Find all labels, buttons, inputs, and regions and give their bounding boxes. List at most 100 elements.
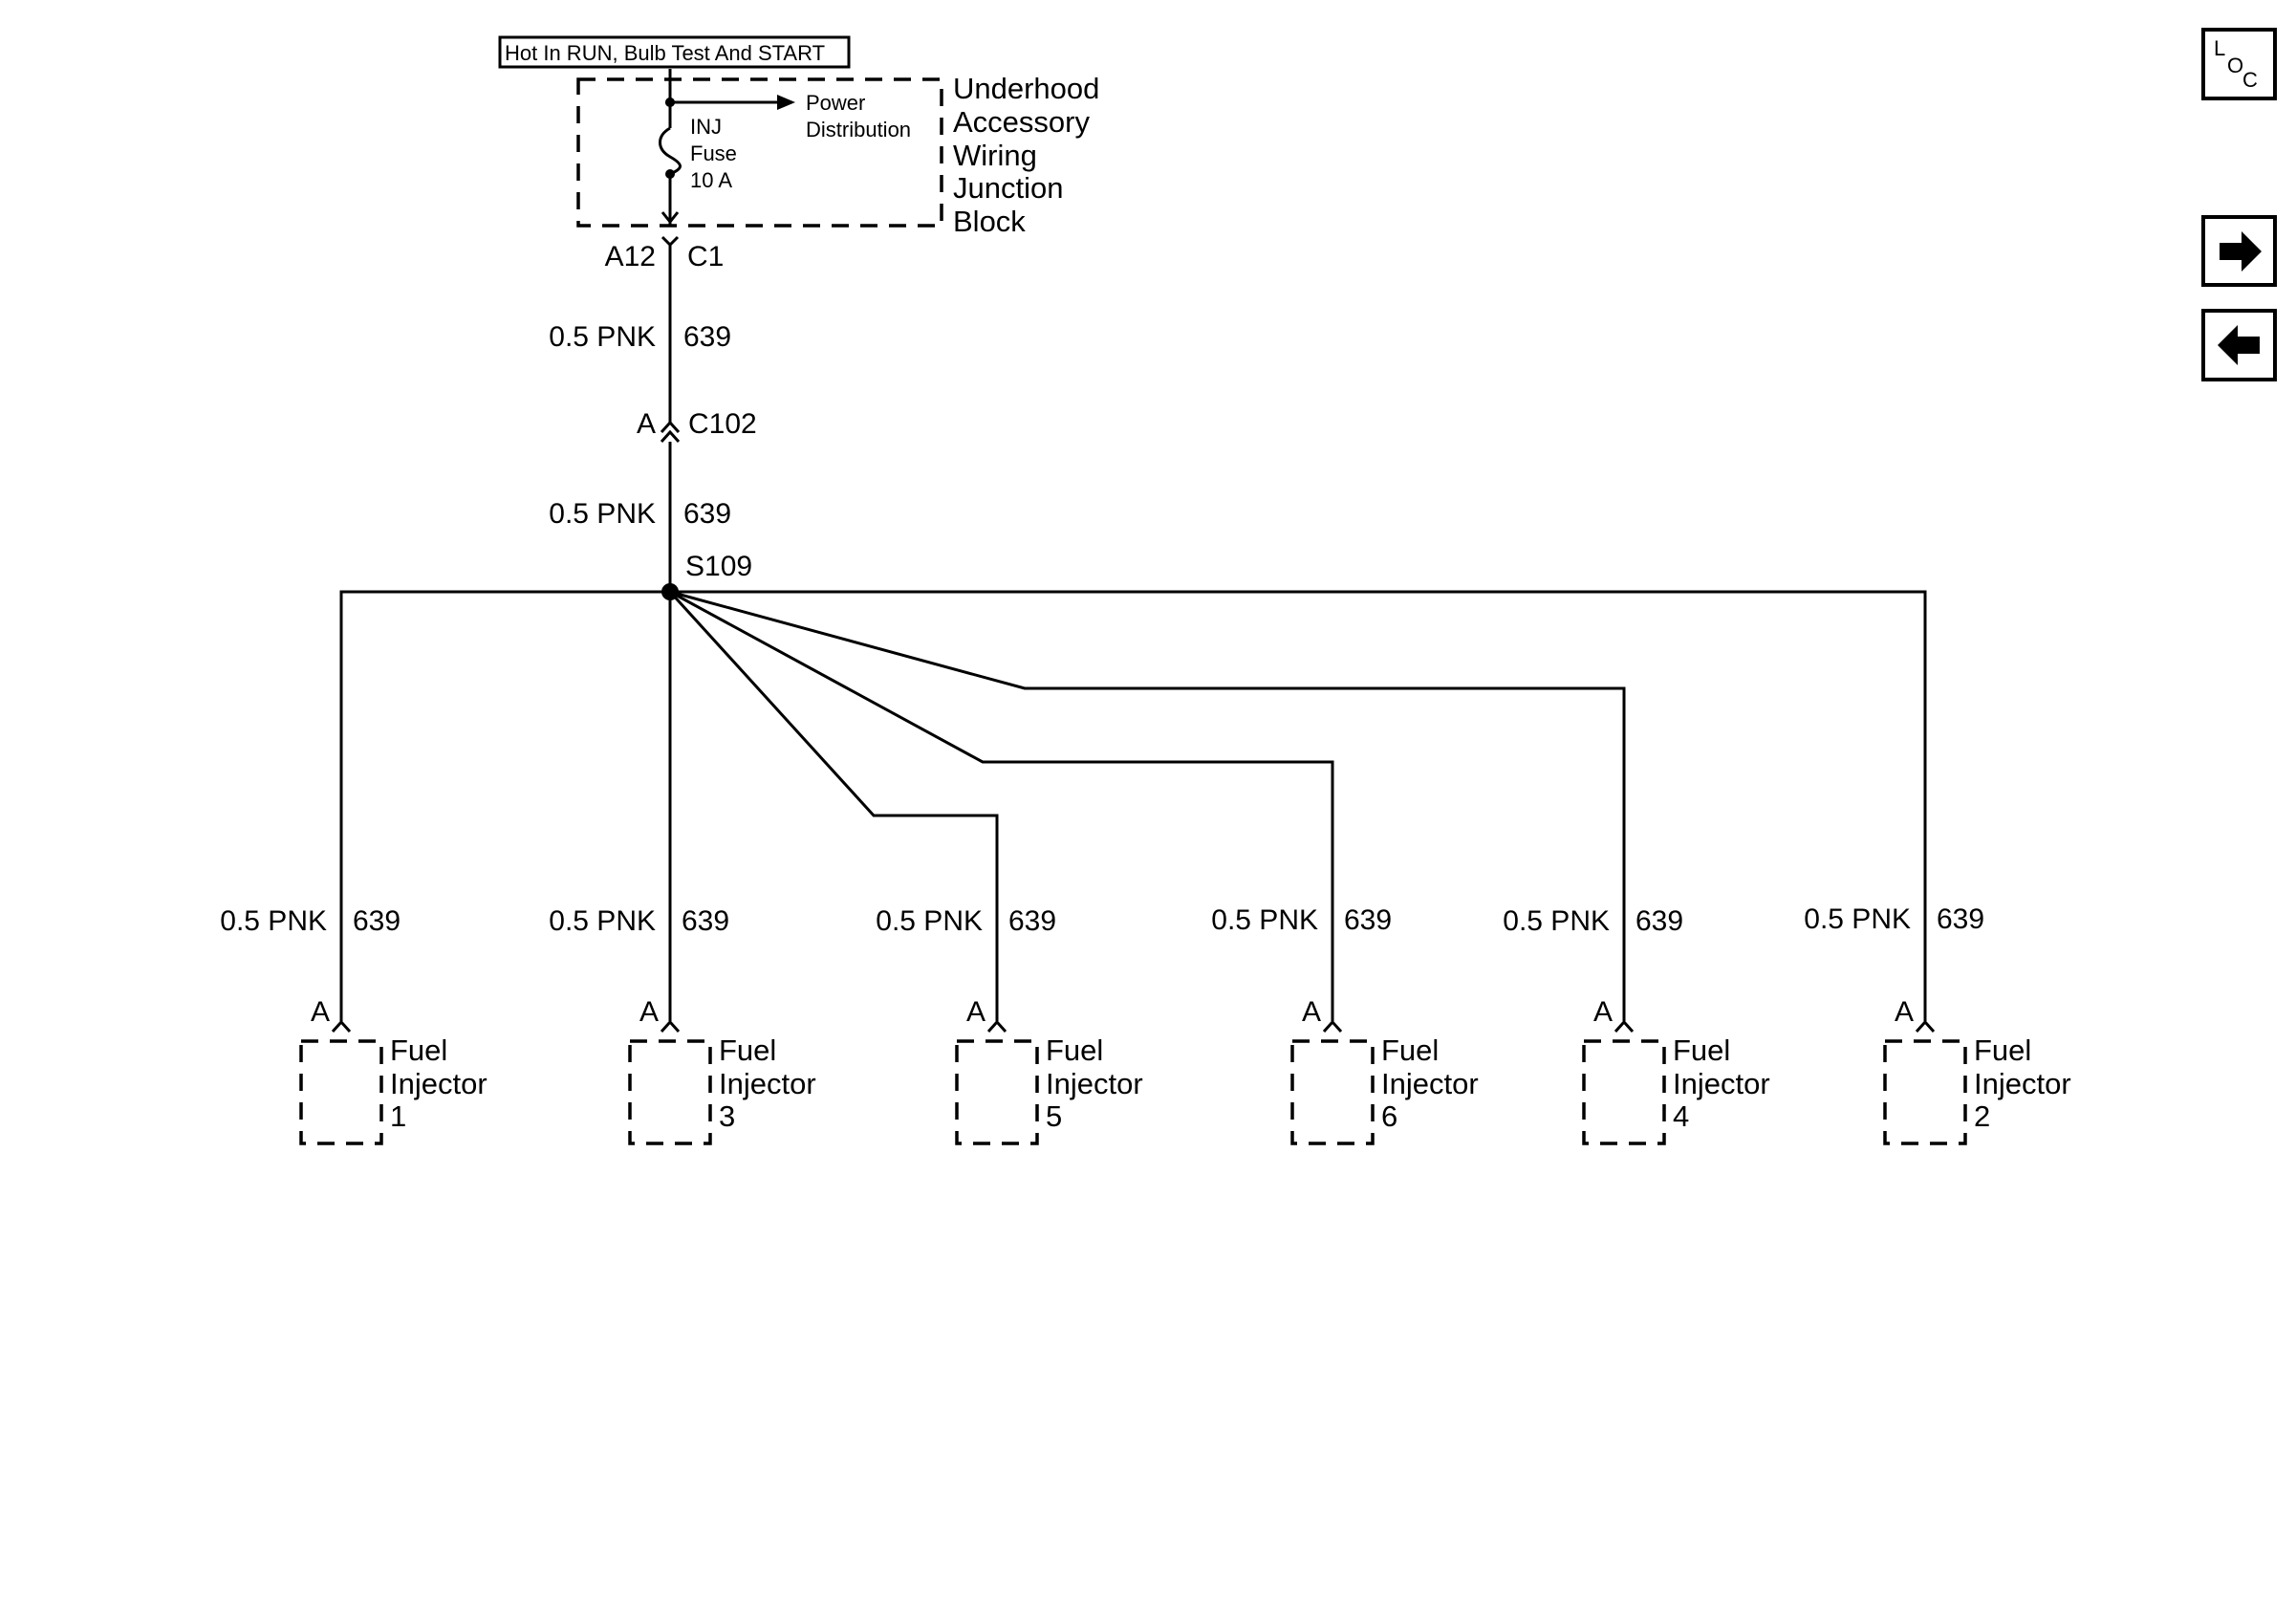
- fuel-injector-label-line: 2: [1974, 1099, 1990, 1133]
- wire-circuit: 639: [683, 321, 731, 353]
- fuse-icon: [659, 126, 682, 176]
- junction-block-name: Underhood Accessory Wiring Junction Bloc…: [953, 72, 1099, 238]
- connector-pin: A12: [605, 241, 656, 272]
- junction-block-name-line: Wiring: [953, 139, 1037, 172]
- fuel-injector-label-line: 6: [1381, 1099, 1397, 1133]
- junction-block-name-line: Accessory: [953, 105, 1090, 139]
- fuel-injector-label-line: 4: [1673, 1099, 1689, 1133]
- connector-pin: A: [1895, 996, 1914, 1028]
- junction-block-name-line: Block: [953, 205, 1026, 238]
- fuel-injector-label-line: Fuel: [1974, 1033, 2031, 1067]
- fuel-injector-outline: [1290, 1039, 1375, 1145]
- junction-block-name-line: Junction: [953, 171, 1063, 205]
- wire-circuit: 639: [1344, 904, 1392, 936]
- power-distribution-line: Distribution: [806, 118, 911, 141]
- loc-letter: L: [2214, 36, 2225, 60]
- connector-terminal-icon: [1322, 1019, 1343, 1033]
- arrow-right-icon: [2220, 231, 2262, 272]
- fuel-injector-label-line: Fuel: [1381, 1033, 1439, 1067]
- connector-c1: A12 C1: [605, 211, 724, 272]
- fuel-injector-outline: [1582, 1039, 1666, 1145]
- wire-size-color: 0.5 PNK: [1503, 905, 1610, 937]
- branch-wire-4: [669, 590, 1626, 1021]
- fuel-injector-outline: [955, 1039, 1039, 1145]
- inj-fuse: INJ Fuse 10 A: [659, 69, 737, 226]
- connector-c102: A C102: [637, 408, 757, 444]
- fuel-injector-label-line: Fuel: [719, 1033, 776, 1067]
- connector-terminal-icon: [660, 1019, 681, 1033]
- supply-label-box: [498, 35, 851, 69]
- connector-pin: A: [1302, 996, 1321, 1028]
- connector-pin: A: [311, 996, 330, 1028]
- fuel-injector-label-line: Injector: [1381, 1067, 1479, 1100]
- connector-terminal-icon: [660, 420, 681, 434]
- wire-size-color: 0.5 PNK: [1211, 904, 1318, 936]
- fuse-label-line: 10 A: [690, 168, 732, 192]
- fuel-injector-label-line: Injector: [1974, 1067, 2071, 1100]
- connector-terminal-icon: [661, 235, 680, 248]
- connector-pin: A: [966, 996, 986, 1028]
- loc-letter: O: [2227, 54, 2243, 77]
- fuel-injector-label-line: 3: [719, 1099, 735, 1133]
- fuse-label-line: Fuse: [690, 141, 737, 165]
- fuel-injector-label-line: Injector: [1046, 1067, 1143, 1100]
- branch-wires: [339, 590, 1927, 1021]
- supply-label-text: Hot In RUN, Bulb Test And START: [505, 41, 825, 65]
- wire-circuit: 639: [1635, 905, 1683, 937]
- next-button[interactable]: [2201, 215, 2277, 287]
- wire-size-color: 0.5 PNK: [549, 321, 656, 353]
- junction-block-name-line: Underhood: [953, 72, 1099, 105]
- branch-wire-5: [668, 590, 999, 1021]
- wire-circuit: 639: [682, 905, 729, 937]
- fuel-injector-outline: [628, 1039, 712, 1145]
- wire-size-color: 0.5 PNK: [549, 905, 656, 937]
- connector-terminal-icon: [1915, 1019, 1936, 1033]
- loc-button[interactable]: L O C: [2201, 28, 2277, 100]
- wire-circuit: 639: [1008, 905, 1056, 937]
- wire-size-color: 0.5 PNK: [220, 905, 327, 937]
- arrow-left-icon: [2218, 325, 2260, 365]
- wire-circuit: 639: [353, 905, 401, 937]
- fuel-injector-label-line: 1: [390, 1099, 406, 1133]
- wire-circuit: 639: [683, 498, 731, 530]
- fuel-injector-label-line: Fuel: [390, 1033, 447, 1067]
- arrow-right-icon: [777, 95, 795, 110]
- wire-size-color: 0.5 PNK: [876, 905, 983, 937]
- wire-size-color: 0.5 PNK: [1804, 903, 1911, 935]
- fuse-label-line: INJ: [690, 115, 722, 139]
- connector-terminal-icon: [331, 1019, 352, 1033]
- fuel-injector-outline: [1883, 1039, 1967, 1145]
- connector-terminal-icon: [1614, 1019, 1635, 1033]
- fuel-injector-label-line: Injector: [390, 1067, 487, 1100]
- wire-circuit: 639: [1937, 903, 1984, 935]
- fuel-injector-label-line: Injector: [719, 1067, 816, 1100]
- prev-button[interactable]: [2201, 309, 2277, 381]
- fuel-injector-outline: [299, 1039, 383, 1145]
- branch-wire-6: [669, 590, 1334, 1021]
- connector-terminal-icon: [660, 429, 681, 444]
- splice-name: S109: [685, 551, 752, 582]
- fuel-injector-label-line: 5: [1046, 1099, 1062, 1133]
- fuel-injector-label-line: Fuel: [1046, 1033, 1103, 1067]
- fuel-injector-label-line: Injector: [1673, 1067, 1770, 1100]
- junction-block-outline: [576, 77, 943, 228]
- power-distribution-line: Power: [806, 91, 865, 115]
- fuel-injector-label-line: Fuel: [1673, 1033, 1730, 1067]
- connector-name: C1: [687, 241, 724, 272]
- connector-pin: A: [1593, 996, 1613, 1028]
- connector-terminal-icon: [661, 211, 680, 225]
- branch-wire-1: [339, 590, 670, 1021]
- connector-name: C102: [688, 408, 757, 440]
- connector-pin: A: [637, 408, 656, 440]
- wire-size-color: 0.5 PNK: [549, 498, 656, 530]
- loc-letter: C: [2242, 68, 2258, 92]
- power-distribution: Power Distribution: [665, 91, 911, 141]
- supply-label: Hot In RUN, Bulb Test And START: [498, 35, 851, 69]
